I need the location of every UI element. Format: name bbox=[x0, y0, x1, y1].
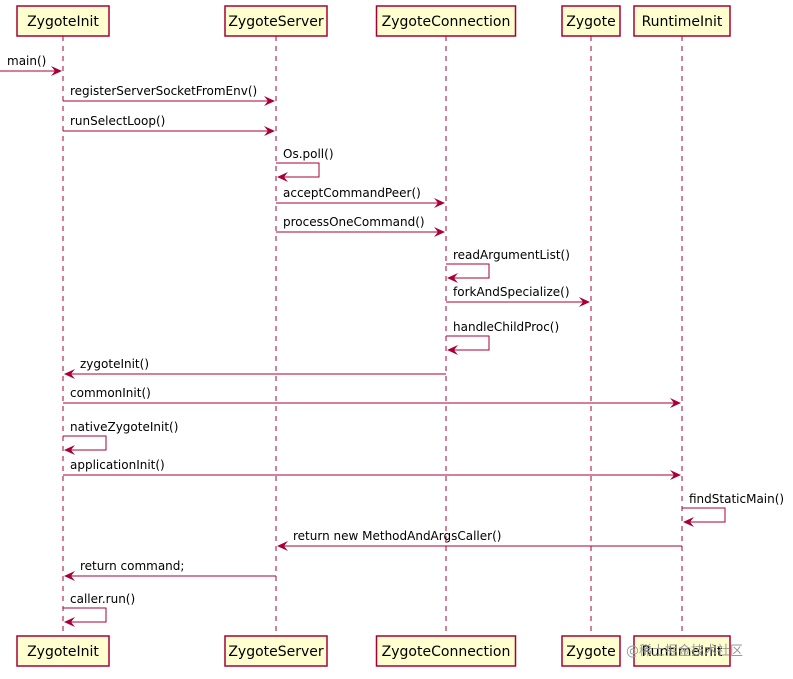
arrowhead bbox=[434, 227, 445, 237]
arrowhead bbox=[64, 445, 75, 455]
arrowhead bbox=[447, 345, 458, 355]
message-handle-child-proc: handleChildProc() bbox=[446, 320, 559, 355]
arrowhead bbox=[51, 66, 62, 76]
message-accept-command-peer: acceptCommandPeer() bbox=[276, 186, 445, 208]
arrowhead bbox=[64, 571, 75, 581]
participant-label: ZygoteConnection bbox=[382, 14, 511, 30]
participant-box bbox=[375, 635, 517, 667]
arrowhead bbox=[264, 96, 275, 106]
arrowhead bbox=[264, 126, 275, 136]
participant-box bbox=[561, 5, 621, 37]
message-common-init: commonInit() bbox=[63, 386, 681, 408]
self-call-line bbox=[682, 507, 726, 523]
message-label: processOneCommand() bbox=[283, 215, 425, 229]
participant-label: Zygote bbox=[566, 14, 615, 30]
participant-label: Zygote bbox=[566, 644, 615, 660]
participant-label: ZygoteServer bbox=[228, 14, 324, 30]
message-caller-run: caller.run() bbox=[63, 592, 135, 627]
message-zygote-init: zygoteInit() bbox=[64, 357, 446, 379]
message-label: main() bbox=[7, 54, 46, 68]
message-label: commonInit() bbox=[70, 386, 151, 400]
participant-box bbox=[633, 635, 731, 667]
self-call-line bbox=[63, 607, 107, 623]
participant-box bbox=[16, 635, 110, 667]
message-label: readArgumentList() bbox=[453, 248, 570, 262]
participant-zygote-bottom: Zygote bbox=[561, 635, 621, 667]
message-label: Os.poll() bbox=[283, 147, 334, 161]
message-os-poll: Os.poll() bbox=[276, 147, 334, 182]
participant-box bbox=[16, 5, 110, 37]
self-call-line bbox=[446, 263, 490, 279]
participant-label: ZygoteInit bbox=[27, 14, 99, 30]
message-native-zygote-init: nativeZygoteInit() bbox=[63, 420, 178, 455]
participant-zygote-server-top: ZygoteServer bbox=[224, 5, 328, 37]
message-main: main() bbox=[0, 54, 62, 76]
message-label: registerServerSocketFromEnv() bbox=[70, 84, 257, 98]
arrowhead bbox=[64, 617, 75, 627]
arrowhead bbox=[277, 172, 288, 182]
self-call-line bbox=[446, 335, 490, 351]
participant-label: ZygoteInit bbox=[27, 644, 99, 660]
participant-box bbox=[224, 5, 328, 37]
participant-zygote-server-bottom: ZygoteServer bbox=[224, 635, 328, 667]
participant-label: ZygoteConnection bbox=[382, 644, 511, 660]
message-return-new-method-and-args-caller: return new MethodAndArgsCaller() bbox=[277, 529, 682, 551]
message-fork-and-specialize: forkAndSpecialize() bbox=[446, 285, 590, 307]
participant-zygote-connection-top: ZygoteConnection bbox=[375, 5, 517, 37]
message-application-init: applicationInit() bbox=[63, 458, 681, 480]
message-label: handleChildProc() bbox=[453, 320, 559, 334]
message-label: caller.run() bbox=[70, 592, 135, 606]
messages: main() registerServerSocketFromEnv() runSe… bbox=[0, 54, 784, 627]
message-label: acceptCommandPeer() bbox=[283, 186, 421, 200]
watermark-text: @稀土掘金技术社区 bbox=[626, 643, 743, 659]
participant-runtime-init-top: RuntimeInit bbox=[633, 5, 731, 37]
participant-label: RuntimeInit bbox=[642, 14, 723, 30]
message-label: return new MethodAndArgsCaller() bbox=[293, 529, 501, 543]
message-return-command: return command; bbox=[64, 559, 276, 581]
participants: ZygoteInitZygoteInitZygoteServerZygoteSe… bbox=[16, 5, 731, 667]
message-label: applicationInit() bbox=[70, 458, 165, 472]
participant-box bbox=[561, 635, 621, 667]
arrowhead bbox=[670, 398, 681, 408]
participant-zygote-top: Zygote bbox=[561, 5, 621, 37]
arrowhead bbox=[670, 470, 681, 480]
participant-zygote-connection-bottom: ZygoteConnection bbox=[375, 635, 517, 667]
participant-label: RuntimeInit bbox=[642, 644, 723, 660]
message-label: zygoteInit() bbox=[80, 357, 149, 371]
arrowhead bbox=[579, 297, 590, 307]
message-read-argument-list: readArgumentList() bbox=[446, 248, 570, 283]
message-label: return command; bbox=[80, 559, 184, 573]
message-label: runSelectLoop() bbox=[70, 114, 165, 128]
participant-box bbox=[633, 5, 731, 37]
message-label: forkAndSpecialize() bbox=[453, 285, 570, 299]
participant-zygote-init-bottom: ZygoteInit bbox=[16, 635, 110, 667]
participant-runtime-init-bottom: RuntimeInit bbox=[633, 635, 731, 667]
participant-box bbox=[375, 5, 517, 37]
arrowhead bbox=[683, 517, 694, 527]
participant-label: ZygoteServer bbox=[228, 644, 324, 660]
message-label: nativeZygoteInit() bbox=[70, 420, 178, 434]
arrowhead bbox=[434, 198, 445, 208]
arrowhead bbox=[447, 273, 458, 283]
self-call-line bbox=[276, 162, 320, 178]
arrowhead bbox=[277, 541, 288, 551]
message-run-select-loop: runSelectLoop() bbox=[63, 114, 275, 136]
message-register-server-socket-from-env: registerServerSocketFromEnv() bbox=[63, 84, 275, 106]
message-find-static-main: findStaticMain() bbox=[682, 492, 784, 527]
participant-box bbox=[224, 635, 328, 667]
self-call-line bbox=[63, 435, 107, 451]
participant-zygote-init-top: ZygoteInit bbox=[16, 5, 110, 37]
message-label: findStaticMain() bbox=[689, 492, 784, 506]
arrowhead bbox=[64, 369, 75, 379]
message-process-one-command: processOneCommand() bbox=[276, 215, 445, 237]
